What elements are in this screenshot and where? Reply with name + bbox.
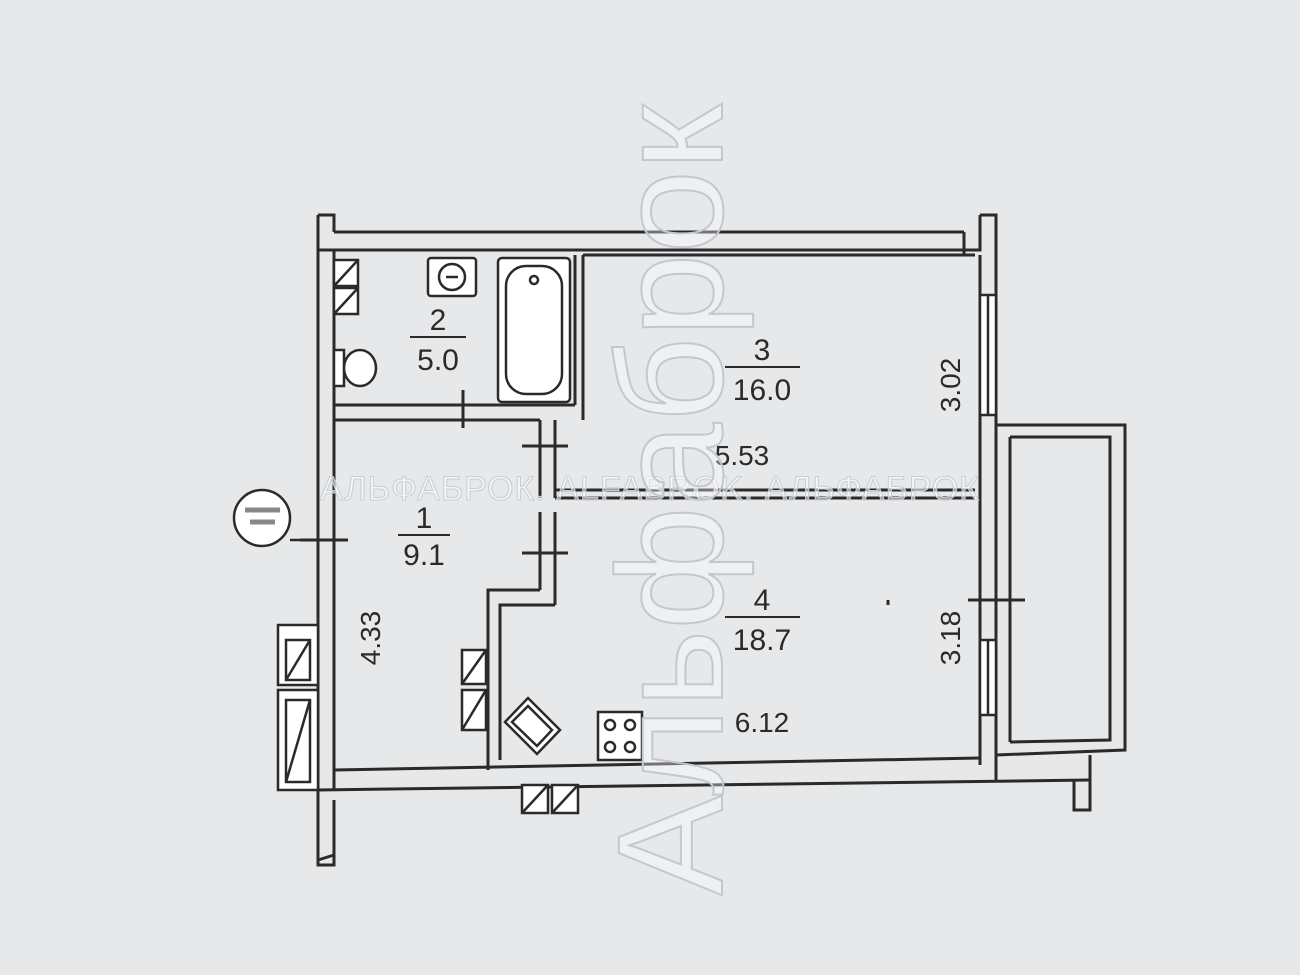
stove-icon	[596, 710, 644, 762]
watermarks: АЛЬФАБРОК. ALFABROK. АЛЬФАБРОК Альфаброк	[320, 102, 980, 896]
watermark-horizontal: АЛЬФАБРОК. ALFABROK. АЛЬФАБРОК	[320, 470, 980, 508]
bathroom-fixtures	[332, 256, 572, 404]
entrance-marker	[232, 488, 318, 548]
vent-shafts	[276, 258, 580, 815]
room-number: 4	[754, 584, 771, 617]
dimension-room-4-depth: 3.18	[935, 611, 966, 666]
room-labels: 1 9.1 2 5.0 3 16.0 4 18.7	[398, 304, 800, 657]
room-area: 16.0	[733, 374, 791, 407]
room-2-label: 2 5.0	[410, 304, 466, 377]
toilet-icon	[332, 348, 378, 388]
room-3-label: 3 16.0	[725, 334, 800, 407]
entrance-circle	[232, 488, 292, 548]
room-area: 18.7	[733, 624, 791, 657]
watermark-vertical: Альфаброк	[586, 103, 754, 895]
room-number: 1	[416, 502, 433, 535]
balcony	[995, 423, 1127, 757]
entrance-mark-icon	[245, 507, 280, 525]
dimension-room-3-width: 5.53	[715, 440, 770, 471]
room-number: 3	[754, 334, 771, 367]
dimension-room-1-length: 4.33	[355, 611, 386, 666]
room-4-label: 4 18.7	[725, 584, 800, 657]
windows	[978, 293, 998, 717]
sink-icon	[426, 256, 478, 298]
dimension-room-4-width: 6.12	[735, 707, 790, 738]
bathtub-icon	[496, 256, 572, 404]
dimension-labels: 4.33 5.53 3.02 6.12 3.18	[355, 358, 966, 738]
interior-walls	[300, 253, 1025, 770]
dimension-room-3-depth: 3.02	[935, 358, 966, 413]
kitchen-sink-icon	[503, 696, 562, 756]
kitchen-fixtures	[503, 696, 644, 762]
room-area: 9.1	[403, 539, 445, 572]
room-area: 5.0	[417, 344, 459, 377]
outer-walls	[316, 213, 1092, 867]
room-1-label: 1 9.1	[398, 502, 450, 572]
room-number: 2	[430, 304, 447, 337]
